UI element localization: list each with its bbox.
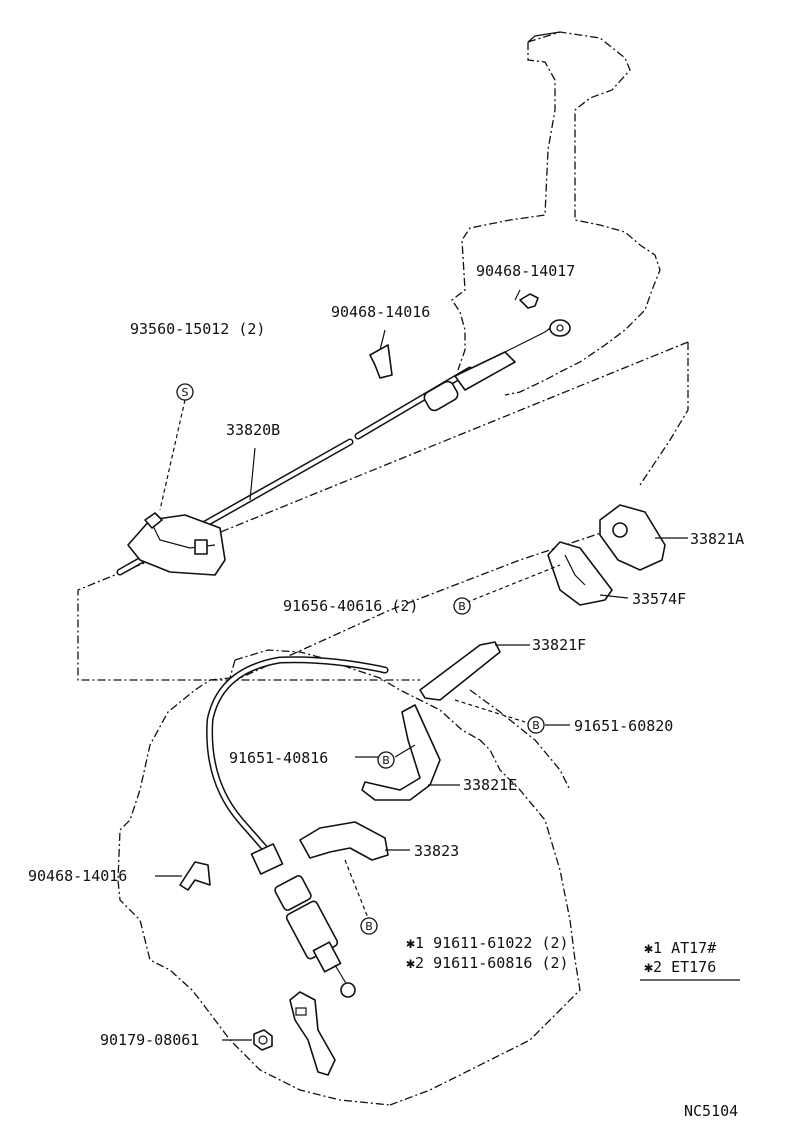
plate-33821a	[599, 504, 666, 571]
symbol-b-91651-40816: B	[377, 751, 395, 769]
lever-33821f	[419, 641, 501, 701]
label-90468-14016-bottom: 90468-14016	[28, 867, 127, 885]
nut-90179-08061	[253, 1029, 273, 1051]
clip-90468-14017	[519, 293, 539, 309]
plate-33574f	[547, 541, 613, 606]
clip-90468-14016-top	[369, 344, 393, 379]
label-91611-60816: ✱2 91611-60816 (2)	[406, 954, 569, 972]
clip-90468-14016-bottom	[179, 861, 211, 891]
svg-text:B: B	[382, 754, 390, 767]
label-93560-15012: 93560-15012 (2)	[130, 320, 265, 338]
transmission-case	[117, 649, 581, 1106]
shift-lever-housing	[451, 31, 661, 396]
lever-33821e	[361, 704, 441, 801]
label-33821e: 33821E	[463, 776, 517, 794]
label-90468-14016-top: 90468-14016	[331, 303, 430, 321]
svg-text:S: S	[182, 386, 189, 399]
symbol-s: S	[176, 383, 194, 401]
lower-bracket	[289, 991, 336, 1076]
label-33823: 33823	[414, 842, 459, 860]
label-90468-14017: 90468-14017	[476, 262, 575, 280]
routing-box	[77, 341, 689, 681]
label-90179-08061: 90179-08061	[100, 1031, 199, 1049]
svg-text:B: B	[458, 600, 466, 613]
symbol-b-91611: B	[360, 917, 378, 935]
label-91656-40616: 91656-40616 (2)	[283, 597, 418, 615]
symbol-b-91656: B	[453, 597, 471, 615]
label-91651-60820: 91651-60820	[574, 717, 673, 735]
label-33574f: 33574F	[632, 590, 686, 608]
label-91651-40816: 91651-40816	[229, 749, 328, 767]
leader-lines	[155, 289, 740, 1041]
label-91611-61022: ✱1 91611-61022 (2)	[406, 934, 569, 952]
label-33821a: 33821A	[690, 530, 744, 548]
note-et176: ✱2 ET176	[644, 958, 716, 976]
note-at17: ✱1 AT17#	[644, 939, 716, 957]
label-33821f: 33821F	[532, 636, 586, 654]
label-33820b: 33820B	[226, 421, 280, 439]
svg-text:B: B	[532, 719, 540, 732]
symbol-b-91651-60820: B	[527, 716, 545, 734]
diagram-code: NC5104	[684, 1102, 738, 1120]
bracket-33823	[299, 821, 389, 861]
svg-text:B: B	[365, 920, 373, 933]
control-cable-33820b	[116, 319, 571, 998]
